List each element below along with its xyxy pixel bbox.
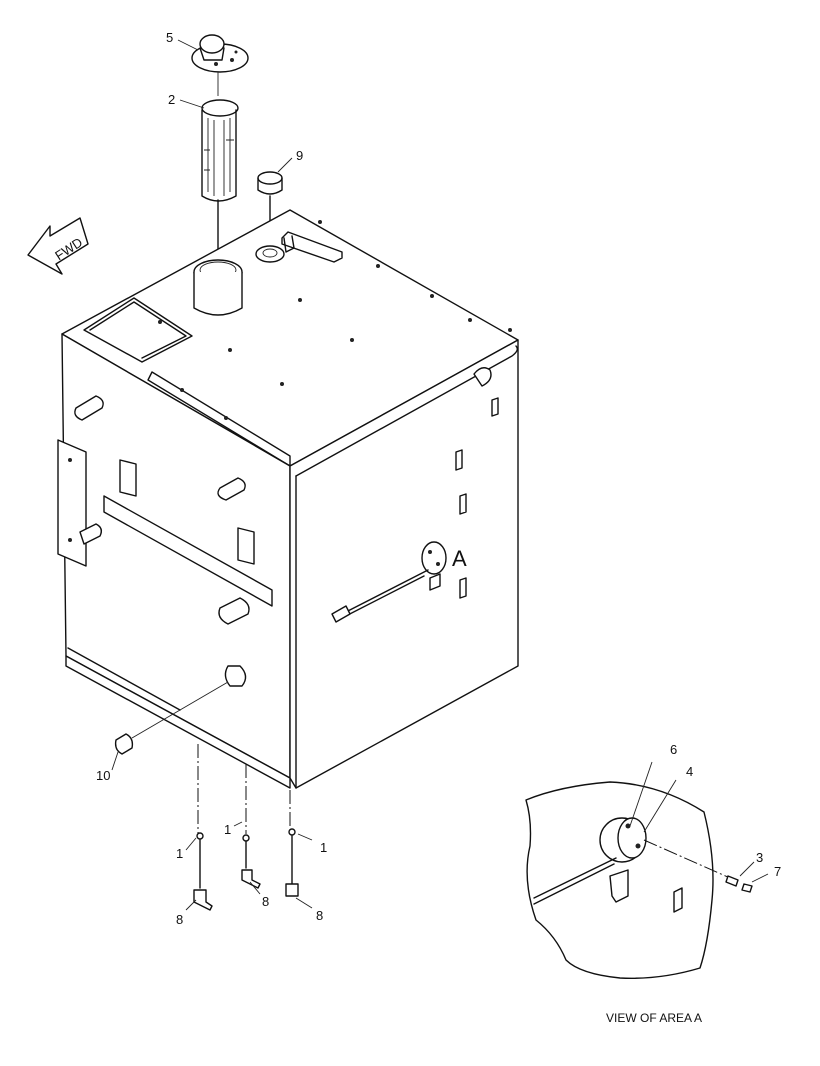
- detail-view-area-a: [525, 761, 769, 979]
- area-marker: A: [452, 546, 467, 571]
- callout-7: 7: [774, 864, 781, 879]
- callout-1-middle: 1: [224, 822, 231, 837]
- filler-strainer: [201, 99, 239, 202]
- side-bracket: [57, 439, 87, 567]
- fwd-arrow: FWD: [27, 217, 89, 275]
- fwd-label: FWD: [52, 235, 85, 264]
- callout-9: 9: [296, 148, 303, 163]
- callout-1-left: 1: [176, 846, 183, 861]
- tank-right-face: [289, 339, 519, 789]
- callout-6: 6: [670, 742, 677, 757]
- callout-4: 4: [686, 764, 693, 779]
- callout-2: 2: [168, 92, 175, 107]
- callout-8-left: 8: [176, 912, 183, 927]
- callout-8-middle: 8: [262, 894, 269, 909]
- fuel-cap: [191, 34, 249, 73]
- area-a-sender: [331, 541, 447, 623]
- view-caption: VIEW OF AREA A: [606, 1011, 702, 1025]
- callout-10: 10: [96, 768, 110, 783]
- callout-3: 3: [756, 850, 763, 865]
- callout-5: 5: [166, 30, 173, 45]
- callout-1-right: 1: [320, 840, 327, 855]
- callout-8-right: 8: [316, 908, 323, 923]
- plug: [257, 171, 283, 195]
- drain-plug: [114, 733, 134, 755]
